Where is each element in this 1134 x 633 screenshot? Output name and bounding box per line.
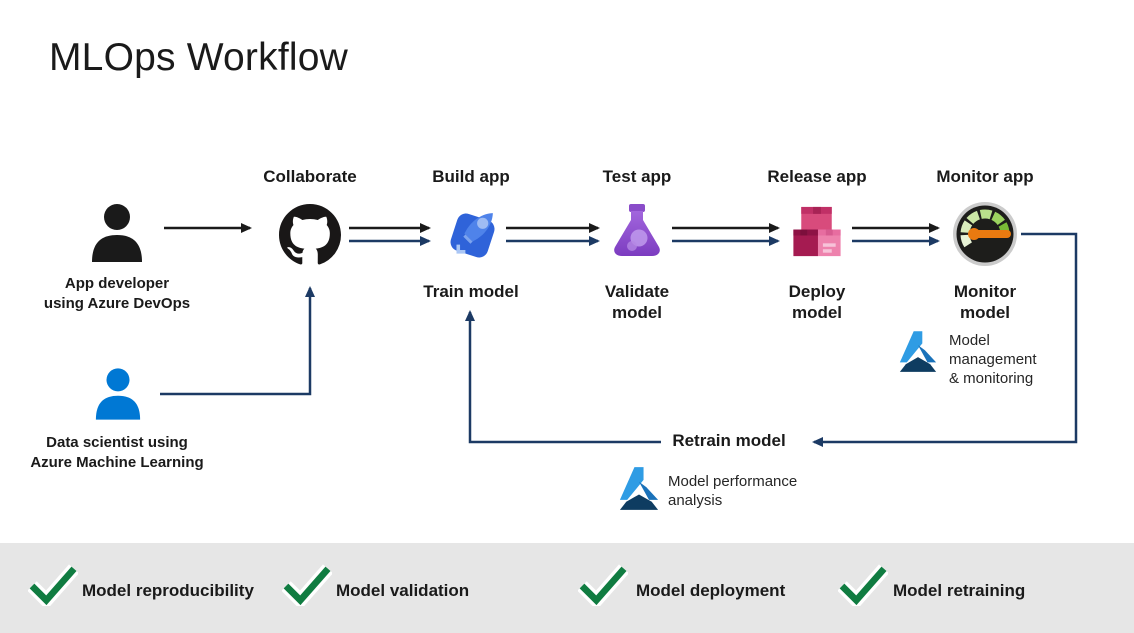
azure-ml-icon [899,331,937,372]
footer-item-reproducibility: Model reproducibility [82,581,254,600]
stage-label-monitor-app: Monitor app [936,167,1034,186]
checkmark-icon [28,564,78,606]
footer-item-deployment: Model deployment [636,581,786,600]
footer-item-retraining: Model retraining [893,581,1026,600]
github-icon [279,204,341,265]
connector-arrows [160,223,1078,447]
page-title: MLOps Workflow [49,36,348,79]
footer-item-validation: Model validation [336,581,470,600]
stage-label-test-app: Test app [602,167,672,186]
checkmark-icon [838,564,888,606]
flask-icon [614,204,660,256]
azure-ml-icon [619,467,659,510]
app-developer-person-icon [92,204,142,262]
checkmark-icon [578,564,628,606]
stage-label-build-app: Build app [432,167,510,186]
footer-bar [0,543,1134,633]
rocket-icon [450,213,495,258]
validate-model-label: Validate model [604,282,670,322]
train-model-label: Train model [423,282,519,301]
model-performance-annotation: Model performance analysis [668,473,798,509]
gauge-icon [953,202,1017,266]
checkmark-icon [282,564,332,606]
packages-icon [793,206,841,257]
arrow-retrain-to-train [465,310,661,444]
data-scientist-label: Data scientist using Azure Machine Learn… [30,434,204,471]
monitor-model-label: Monitor model [953,282,1017,322]
data-scientist-person-icon [95,368,141,420]
stage-label-collaborate: Collaborate [263,167,357,186]
stage-label-release-app: Release app [767,167,867,186]
model-management-annotation: Model management & monitoring [949,332,1037,387]
arrow-data-scientist-to-github [160,286,315,396]
retrain-model-label: Retrain model [672,431,786,450]
arrow-monitor-to-retrain [812,232,1078,447]
deploy-model-label: Deploy model [788,282,846,322]
app-developer-label: App developer using Azure DevOps [43,275,191,312]
